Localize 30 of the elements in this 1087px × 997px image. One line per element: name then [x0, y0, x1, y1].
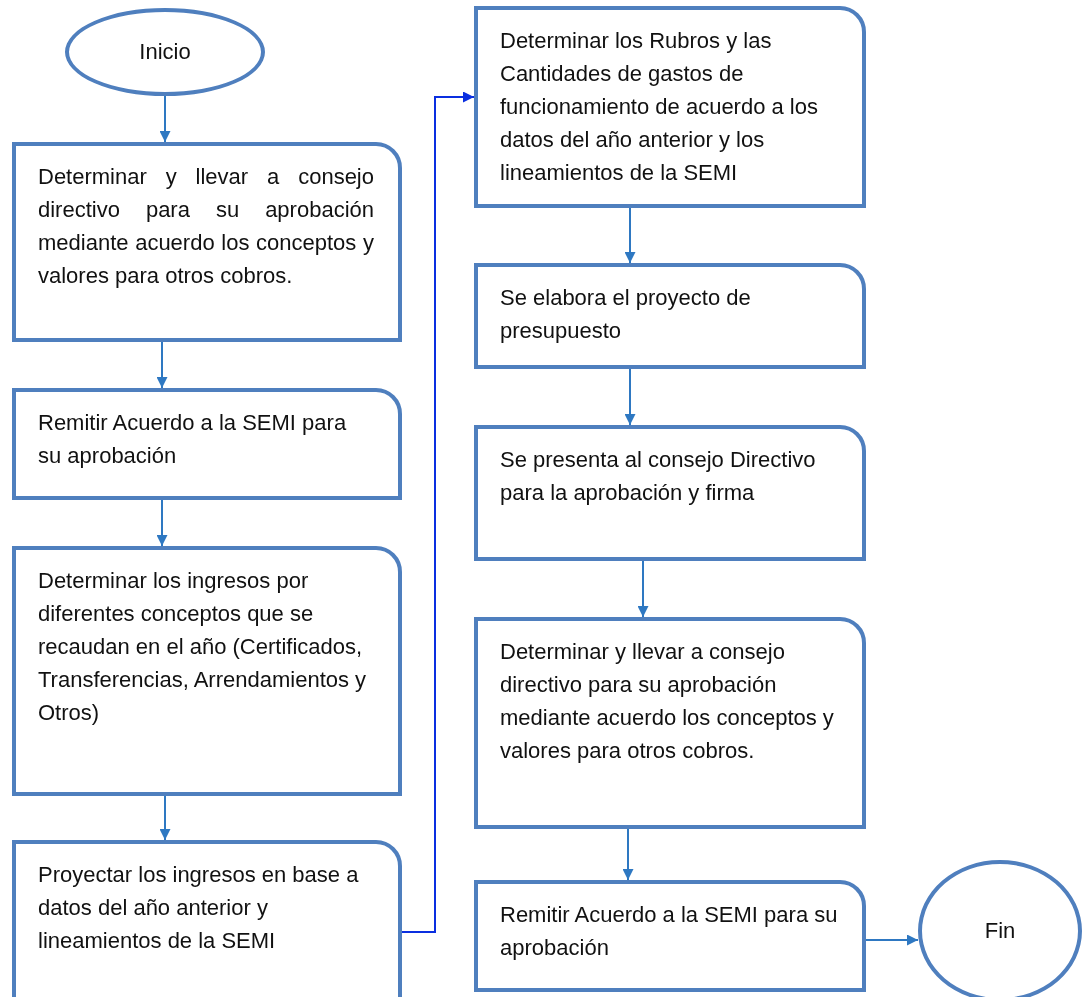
step-text: Remitir Acuerdo a la SEMI para su aprobación	[500, 901, 838, 962]
arrow	[159, 94, 171, 143]
step-text: Remitir Acuerdo a la SEMI para su aprobación	[38, 409, 348, 470]
process-box	[12, 840, 402, 997]
arrow	[624, 207, 636, 264]
arrow	[622, 828, 634, 881]
terminal-label: Inicio	[139, 39, 191, 65]
process-box	[474, 6, 866, 208]
step-text: Se elabora el proyecto de presupuesto	[500, 284, 752, 345]
arrow	[159, 795, 171, 841]
arrow	[865, 934, 919, 946]
step-text: Determinar y llevar a consejo directivo para su aprobación mediante acuerdo los conceptos y valores para otros cobros.	[38, 163, 374, 290]
step-text: Proyectar los ingresos en base a datos del año anterior y lineamientos de la SEMI	[38, 861, 360, 955]
arrow	[156, 499, 168, 547]
process-box	[12, 142, 402, 342]
process-box	[12, 388, 402, 500]
step-text: Se presenta al consejo Directivo para la aprobación y firma	[500, 446, 817, 507]
process-box	[474, 617, 866, 829]
terminal-label: Fin	[984, 918, 1016, 944]
arrow	[401, 91, 475, 933]
arrow	[624, 368, 636, 426]
arrow	[637, 560, 649, 618]
process-box	[474, 425, 866, 561]
arrow	[156, 341, 168, 389]
process-box	[12, 546, 402, 796]
step-text: Determinar y llevar a consejo directivo para su aprobación mediante acuerdo los conceptos y valores para otros cobros.	[500, 638, 835, 765]
step-text: Determinar los ingresos por diferentes conceptos que se recaudan en el año (Certificados, Transferencias, Arrendamientos y Otros)	[38, 567, 368, 727]
process-box	[474, 880, 866, 992]
step-text: Determinar los Rubros y las Cantidades de gastos de funcionamiento de acuerdo a los datos del año anterior y los lineamientos de la SEMI	[500, 27, 819, 187]
process-box	[474, 263, 866, 369]
